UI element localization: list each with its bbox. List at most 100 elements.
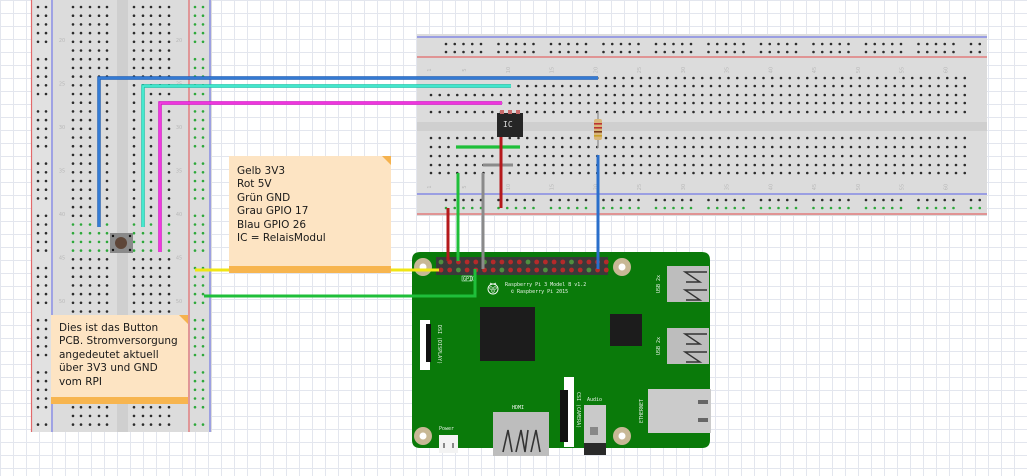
- breadboard-hole[interactable]: [132, 266, 136, 270]
- breadboard-hole[interactable]: [630, 163, 634, 167]
- breadboard-hole[interactable]: [36, 127, 40, 131]
- breadboard-hole[interactable]: [733, 50, 737, 54]
- breadboard-hole[interactable]: [193, 388, 197, 392]
- gpio-pin[interactable]: [560, 267, 566, 273]
- breadboard-hole[interactable]: [193, 423, 197, 426]
- breadboard-hole[interactable]: [201, 57, 205, 61]
- breadboard-hole[interactable]: [753, 154, 757, 158]
- breadboard-hole[interactable]: [718, 110, 722, 114]
- breadboard-hole[interactable]: [657, 84, 660, 88]
- breadboard-hole[interactable]: [814, 154, 818, 158]
- breadboard-hole[interactable]: [882, 206, 885, 210]
- breadboard-hole[interactable]: [158, 40, 162, 44]
- breadboard-hole[interactable]: [569, 154, 573, 158]
- breadboard-hole[interactable]: [167, 49, 171, 52]
- breadboard-hole[interactable]: [937, 145, 940, 149]
- breadboard-hole[interactable]: [637, 50, 640, 54]
- breadboard-hole[interactable]: [141, 414, 145, 418]
- breadboard-hole[interactable]: [167, 153, 171, 157]
- breadboard-hole[interactable]: [97, 31, 101, 35]
- breadboard-hole[interactable]: [840, 93, 844, 97]
- breadboard-hole[interactable]: [149, 301, 153, 305]
- breadboard-hole[interactable]: [648, 93, 652, 97]
- breadboard-hole[interactable]: [858, 110, 862, 114]
- breadboard-hole[interactable]: [71, 292, 75, 296]
- breadboard-hole[interactable]: [788, 154, 792, 158]
- breadboard-hole[interactable]: [149, 223, 153, 226]
- breadboard-hole[interactable]: [517, 101, 520, 105]
- breadboard-hole[interactable]: [639, 154, 643, 158]
- breadboard-hole[interactable]: [744, 84, 748, 88]
- breadboard-hole[interactable]: [794, 42, 798, 46]
- breadboard-hole[interactable]: [604, 145, 608, 149]
- breadboard-hole[interactable]: [715, 206, 719, 210]
- breadboard-hole[interactable]: [718, 76, 722, 80]
- breadboard-hole[interactable]: [744, 76, 748, 80]
- breadboard-hole[interactable]: [201, 345, 205, 348]
- breadboard-hole[interactable]: [532, 206, 535, 210]
- breadboard-hole[interactable]: [44, 197, 48, 200]
- breadboard-hole[interactable]: [587, 154, 590, 158]
- breadboard-hole[interactable]: [560, 101, 564, 105]
- gpio-pin[interactable]: [534, 267, 540, 273]
- breadboard-hole[interactable]: [727, 84, 730, 88]
- breadboard-hole[interactable]: [44, 388, 48, 392]
- breadboard-hole[interactable]: [805, 154, 809, 158]
- breadboard-hole[interactable]: [910, 110, 914, 114]
- breadboard-hole[interactable]: [44, 371, 48, 374]
- wire-gpio26[interactable]: [98, 77, 598, 227]
- breadboard-hole[interactable]: [552, 136, 555, 140]
- breadboard-hole[interactable]: [105, 301, 109, 305]
- breadboard-hole[interactable]: [832, 101, 835, 105]
- breadboard-hole[interactable]: [969, 198, 973, 202]
- breadboard-hole[interactable]: [674, 101, 678, 105]
- breadboard-hole[interactable]: [105, 240, 109, 244]
- breadboard-hole[interactable]: [812, 42, 815, 46]
- breadboard-hole[interactable]: [619, 42, 623, 46]
- breadboard-hole[interactable]: [692, 110, 695, 114]
- breadboard-hole[interactable]: [753, 110, 757, 114]
- breadboard-hole[interactable]: [97, 14, 101, 17]
- breadboard-hole[interactable]: [79, 275, 83, 279]
- breadboard-hole[interactable]: [201, 371, 205, 374]
- breadboard-hole[interactable]: [438, 163, 442, 167]
- breadboard-hole[interactable]: [543, 110, 547, 114]
- breadboard-hole[interactable]: [814, 171, 818, 175]
- note-resize-bar[interactable]: [229, 266, 391, 273]
- breadboard-hole[interactable]: [464, 110, 468, 114]
- breadboard-hole[interactable]: [578, 93, 582, 97]
- breadboard-hole[interactable]: [707, 198, 710, 202]
- breadboard-hole[interactable]: [963, 136, 967, 140]
- breadboard-hole[interactable]: [875, 136, 879, 140]
- breadboard-hole[interactable]: [517, 171, 520, 175]
- breadboard-hole[interactable]: [952, 42, 955, 46]
- breadboard-hole[interactable]: [882, 42, 885, 46]
- breadboard-hole[interactable]: [44, 118, 48, 122]
- breadboard-hole[interactable]: [201, 31, 205, 35]
- breadboard-hole[interactable]: [167, 231, 171, 235]
- breadboard-hole[interactable]: [44, 423, 48, 426]
- breadboard-hole[interactable]: [79, 144, 83, 148]
- breadboard-hole[interactable]: [141, 240, 145, 244]
- breadboard-hole[interactable]: [560, 93, 564, 97]
- breadboard-hole[interactable]: [88, 118, 92, 122]
- breadboard-hole[interactable]: [201, 284, 205, 287]
- breadboard-hole[interactable]: [88, 405, 92, 409]
- breadboard-hole[interactable]: [36, 327, 40, 331]
- breadboard-hole[interactable]: [724, 206, 728, 210]
- breadboard-hole[interactable]: [141, 292, 145, 296]
- breadboard-hole[interactable]: [149, 214, 153, 218]
- breadboard-hole[interactable]: [794, 50, 798, 54]
- breadboard-hole[interactable]: [847, 50, 850, 54]
- breadboard-hole[interactable]: [619, 50, 623, 54]
- breadboard-hole[interactable]: [158, 414, 162, 418]
- breadboard-hole[interactable]: [132, 405, 136, 409]
- breadboard-hole[interactable]: [71, 205, 75, 209]
- breadboard-hole[interactable]: [622, 145, 625, 149]
- breadboard-hole[interactable]: [201, 353, 205, 357]
- breadboard-hole[interactable]: [715, 198, 719, 202]
- breadboard-hole[interactable]: [532, 50, 535, 54]
- breadboard-hole[interactable]: [969, 50, 973, 54]
- breadboard-hole[interactable]: [727, 145, 730, 149]
- breadboard-hole[interactable]: [462, 198, 465, 202]
